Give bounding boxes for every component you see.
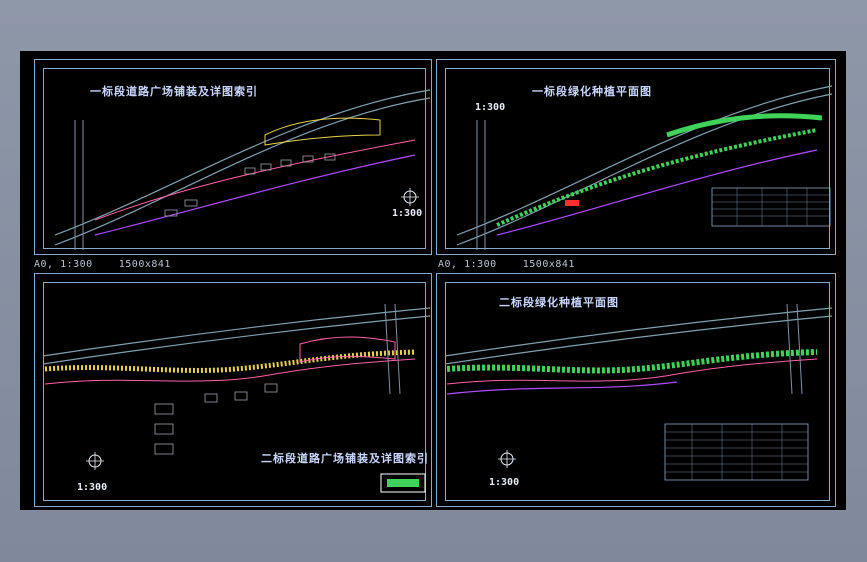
sheet-3-title: 二标段道路广场铺装及详图索引 <box>261 452 429 465</box>
sheet-2-plan <box>456 85 833 250</box>
sheet-1[interactable]: 一标段道路广场铺装及详图索引 1:300 <box>34 59 432 255</box>
sheet-4[interactable]: 二标段绿化种植平面图 1:300 <box>436 273 836 507</box>
sheet-4-plan <box>444 303 833 481</box>
sheet-1-plan <box>54 89 431 250</box>
sheet-2-title: 一标段绿化种植平面图 <box>532 85 652 98</box>
sheet-1-frame <box>43 68 426 249</box>
sheet-3-label: A0, 1:300 1500x841 <box>34 259 171 270</box>
sheet-2[interactable]: 一标段绿化种植平面图 1:300 <box>436 59 836 255</box>
sheet-3[interactable]: 二标段道路广场铺装及详图索引 1:300 <box>34 273 432 507</box>
sheet-3-scale: 1:300 <box>77 482 108 493</box>
sheet-4-frame <box>445 282 830 501</box>
drawing-canvas: 一标段道路广场铺装及详图索引 1:300 一标段绿化种植平面图 1:300 A0… <box>20 51 846 510</box>
sheet-2-frame <box>445 68 830 249</box>
sheet-2-scale: 1:300 <box>475 102 506 113</box>
sheet-1-title: 一标段道路广场铺装及详图索引 <box>90 85 258 98</box>
sheet-3-plan <box>42 303 431 493</box>
sheet-4-label: A0, 1:300 1500x841 <box>438 259 575 270</box>
sheet-3-frame <box>43 282 426 501</box>
sheet-4-title: 二标段绿化种植平面图 <box>499 296 619 309</box>
sheet-4-scale: 1:300 <box>489 477 520 488</box>
sheet-1-scale: 1:300 <box>392 208 423 219</box>
